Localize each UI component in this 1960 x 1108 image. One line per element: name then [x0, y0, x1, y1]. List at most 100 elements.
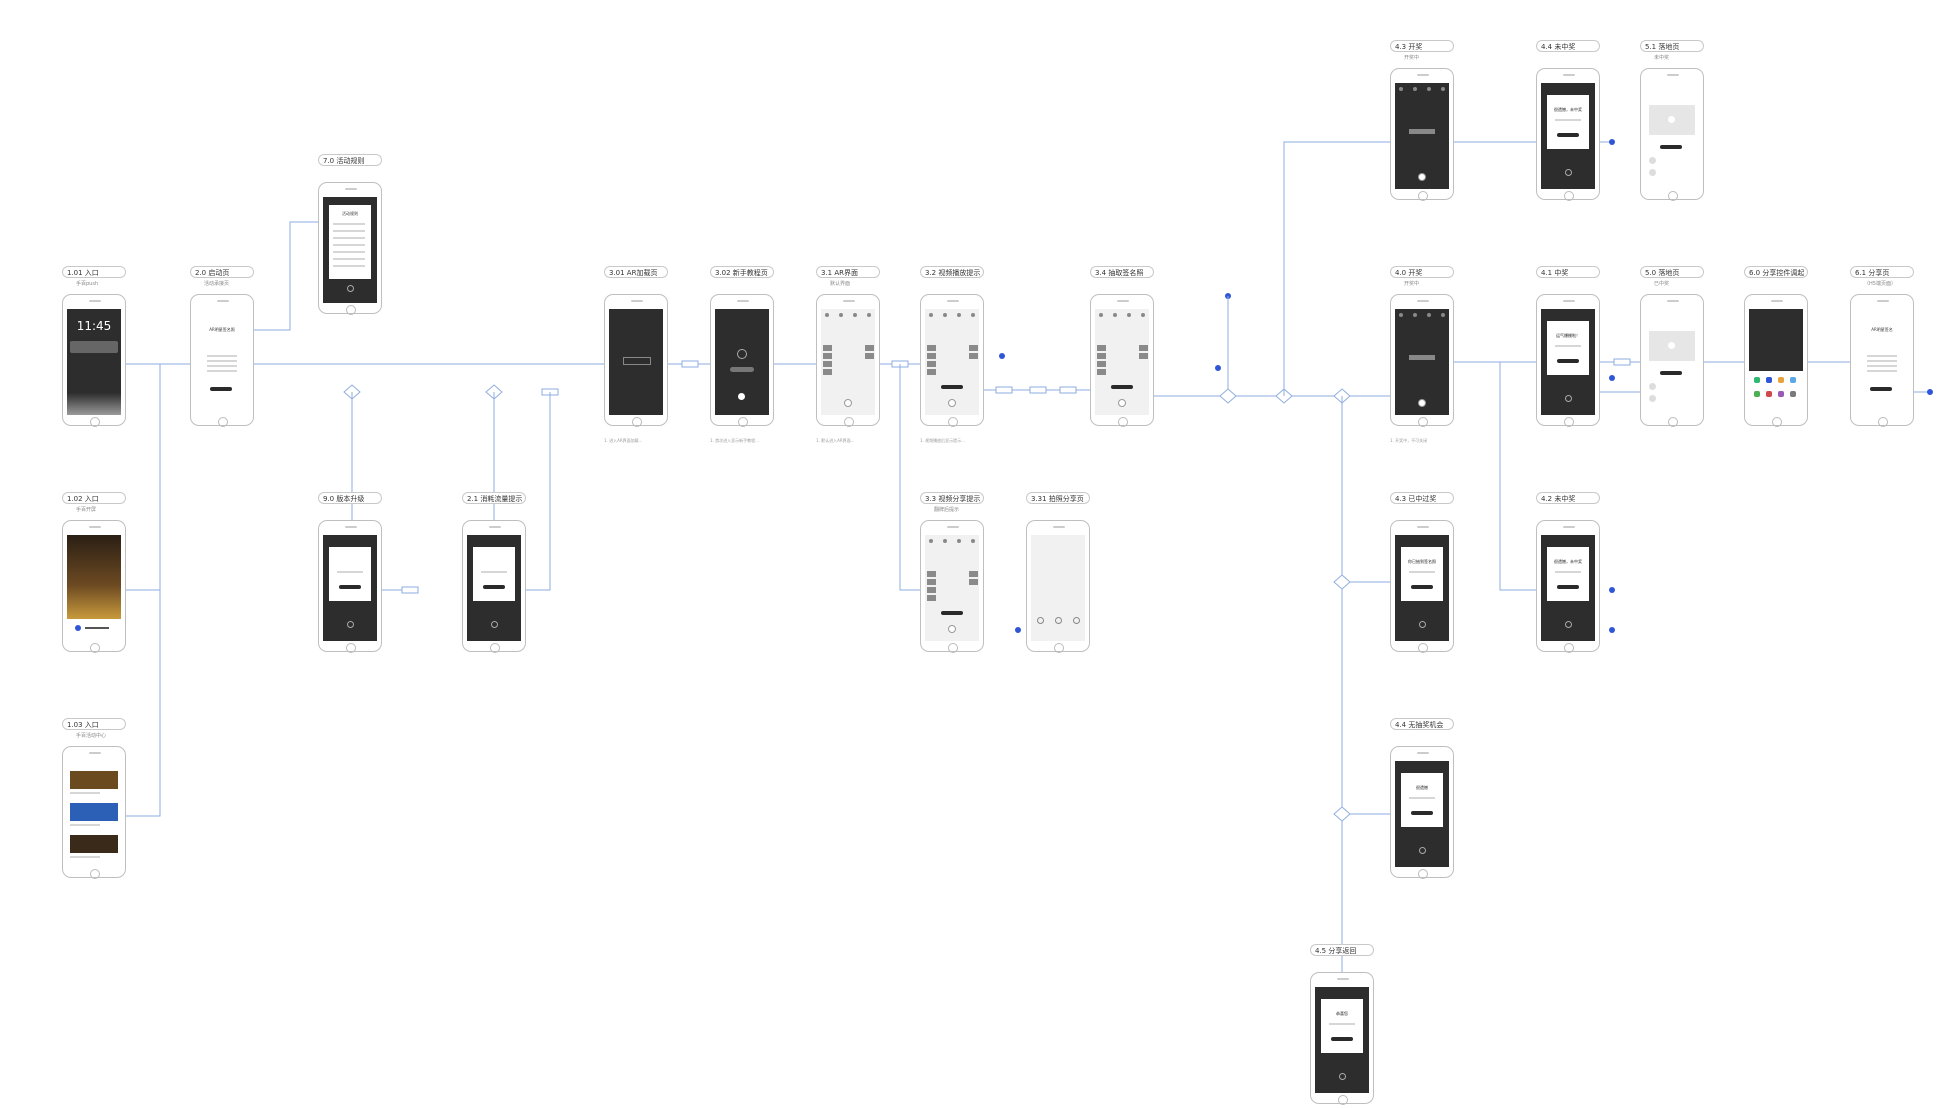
toolbar-icon[interactable]	[929, 313, 933, 317]
start-button[interactable]	[1870, 387, 1892, 391]
side-panel-item[interactable]	[969, 353, 978, 359]
side-panel-item[interactable]	[865, 353, 874, 359]
side-panel-item[interactable]	[927, 571, 936, 577]
share-target-icon[interactable]	[1754, 391, 1760, 397]
share-target-icon[interactable]	[1766, 377, 1772, 383]
capture-icon[interactable]	[1055, 617, 1062, 624]
shutter-button[interactable]	[1418, 173, 1426, 181]
share-target-icon[interactable]	[1778, 391, 1784, 397]
toolbar-icon[interactable]	[1413, 87, 1417, 91]
toolbar-icon[interactable]	[971, 313, 975, 317]
action-pill-button[interactable]	[941, 385, 963, 389]
close-icon[interactable]	[1565, 169, 1572, 176]
side-panel-item[interactable]	[1097, 353, 1106, 359]
side-panel-item[interactable]	[1139, 353, 1148, 359]
toolbar-icon[interactable]	[853, 313, 857, 317]
side-panel-item[interactable]	[1097, 345, 1106, 351]
claim-button[interactable]	[1660, 371, 1682, 375]
video-player[interactable]	[1649, 331, 1695, 361]
side-panel-item[interactable]	[927, 587, 936, 593]
side-panel-item[interactable]	[823, 353, 832, 359]
share-target-icon[interactable]	[1790, 391, 1796, 397]
modal-action-button[interactable]	[1411, 811, 1433, 815]
side-panel-item[interactable]	[1097, 369, 1106, 375]
close-icon[interactable]	[1419, 847, 1426, 854]
activity-banner[interactable]	[70, 771, 118, 789]
toolbar-icon[interactable]	[1399, 87, 1403, 91]
toolbar-icon[interactable]	[1141, 313, 1145, 317]
close-icon[interactable]	[1339, 1073, 1346, 1080]
close-icon[interactable]	[1565, 621, 1572, 628]
side-panel-item[interactable]	[927, 579, 936, 585]
action-pill-button[interactable]	[1111, 385, 1133, 389]
toolbar-icon[interactable]	[1427, 313, 1431, 317]
shutter-button[interactable]	[948, 399, 956, 407]
modal-action-button[interactable]	[1557, 585, 1579, 589]
claim-button[interactable]	[1660, 145, 1682, 149]
close-icon[interactable]	[347, 285, 354, 292]
side-panel-item[interactable]	[823, 369, 832, 375]
side-panel-item[interactable]	[1097, 361, 1106, 367]
shutter-button[interactable]	[738, 393, 745, 400]
side-panel-item[interactable]	[865, 345, 874, 351]
action-pill-button[interactable]	[941, 611, 963, 615]
phone-speaker	[217, 300, 229, 302]
share-target-icon[interactable]	[1790, 377, 1796, 383]
side-panel-item[interactable]	[1139, 345, 1148, 351]
toolbar-icon[interactable]	[1413, 313, 1417, 317]
toolbar-icon[interactable]	[943, 313, 947, 317]
toolbar-icon[interactable]	[867, 313, 871, 317]
shutter-button[interactable]	[844, 399, 852, 407]
play-icon[interactable]	[1668, 342, 1675, 349]
share-left-icon[interactable]	[1037, 617, 1044, 624]
video-player[interactable]	[1649, 105, 1695, 135]
modal-action-button[interactable]	[483, 585, 505, 589]
toolbar-icon[interactable]	[1099, 313, 1103, 317]
toolbar-icon[interactable]	[957, 313, 961, 317]
close-icon[interactable]	[1565, 395, 1572, 402]
start-button[interactable]	[210, 387, 232, 391]
side-panel-item[interactable]	[969, 345, 978, 351]
toolbar-icon[interactable]	[1441, 87, 1445, 91]
close-icon[interactable]	[1419, 621, 1426, 628]
side-panel-item[interactable]	[927, 595, 936, 601]
side-panel-item[interactable]	[927, 353, 936, 359]
modal-action-button[interactable]	[1411, 585, 1433, 589]
toolbar-icon[interactable]	[1399, 313, 1403, 317]
modal-action-button[interactable]	[1557, 359, 1579, 363]
share-target-icon[interactable]	[1766, 391, 1772, 397]
modal-action-button[interactable]	[1557, 133, 1579, 137]
toolbar-icon[interactable]	[929, 539, 933, 543]
share-right-icon[interactable]	[1073, 617, 1080, 624]
close-icon[interactable]	[347, 621, 354, 628]
activity-banner[interactable]	[70, 835, 118, 853]
side-panel-item[interactable]	[927, 345, 936, 351]
toolbar-icon[interactable]	[957, 539, 961, 543]
side-panel-item[interactable]	[823, 345, 832, 351]
side-panel-item[interactable]	[927, 369, 936, 375]
share-target-icon[interactable]	[1778, 377, 1784, 383]
toolbar-icon[interactable]	[1427, 87, 1431, 91]
modal-action-button[interactable]	[1331, 1037, 1353, 1041]
toolbar-icon[interactable]	[943, 539, 947, 543]
toolbar-icon[interactable]	[1127, 313, 1131, 317]
close-icon[interactable]	[491, 621, 498, 628]
branch-tag	[1613, 358, 1631, 366]
toolbar-icon[interactable]	[1113, 313, 1117, 317]
share-target-icon[interactable]	[1754, 377, 1760, 383]
shutter-button[interactable]	[1418, 399, 1426, 407]
toolbar-icon[interactable]	[839, 313, 843, 317]
side-panel-item[interactable]	[969, 579, 978, 585]
toolbar-icon[interactable]	[971, 539, 975, 543]
shutter-button[interactable]	[948, 625, 956, 633]
side-panel-item[interactable]	[969, 571, 978, 577]
tutorial-next-button[interactable]	[730, 367, 754, 372]
toolbar-icon[interactable]	[1441, 313, 1445, 317]
modal-action-button[interactable]	[339, 585, 361, 589]
toolbar-icon[interactable]	[825, 313, 829, 317]
side-panel-item[interactable]	[927, 361, 936, 367]
activity-banner[interactable]	[70, 803, 118, 821]
play-icon[interactable]	[1668, 116, 1675, 123]
shutter-button[interactable]	[1118, 399, 1126, 407]
side-panel-item[interactable]	[823, 361, 832, 367]
